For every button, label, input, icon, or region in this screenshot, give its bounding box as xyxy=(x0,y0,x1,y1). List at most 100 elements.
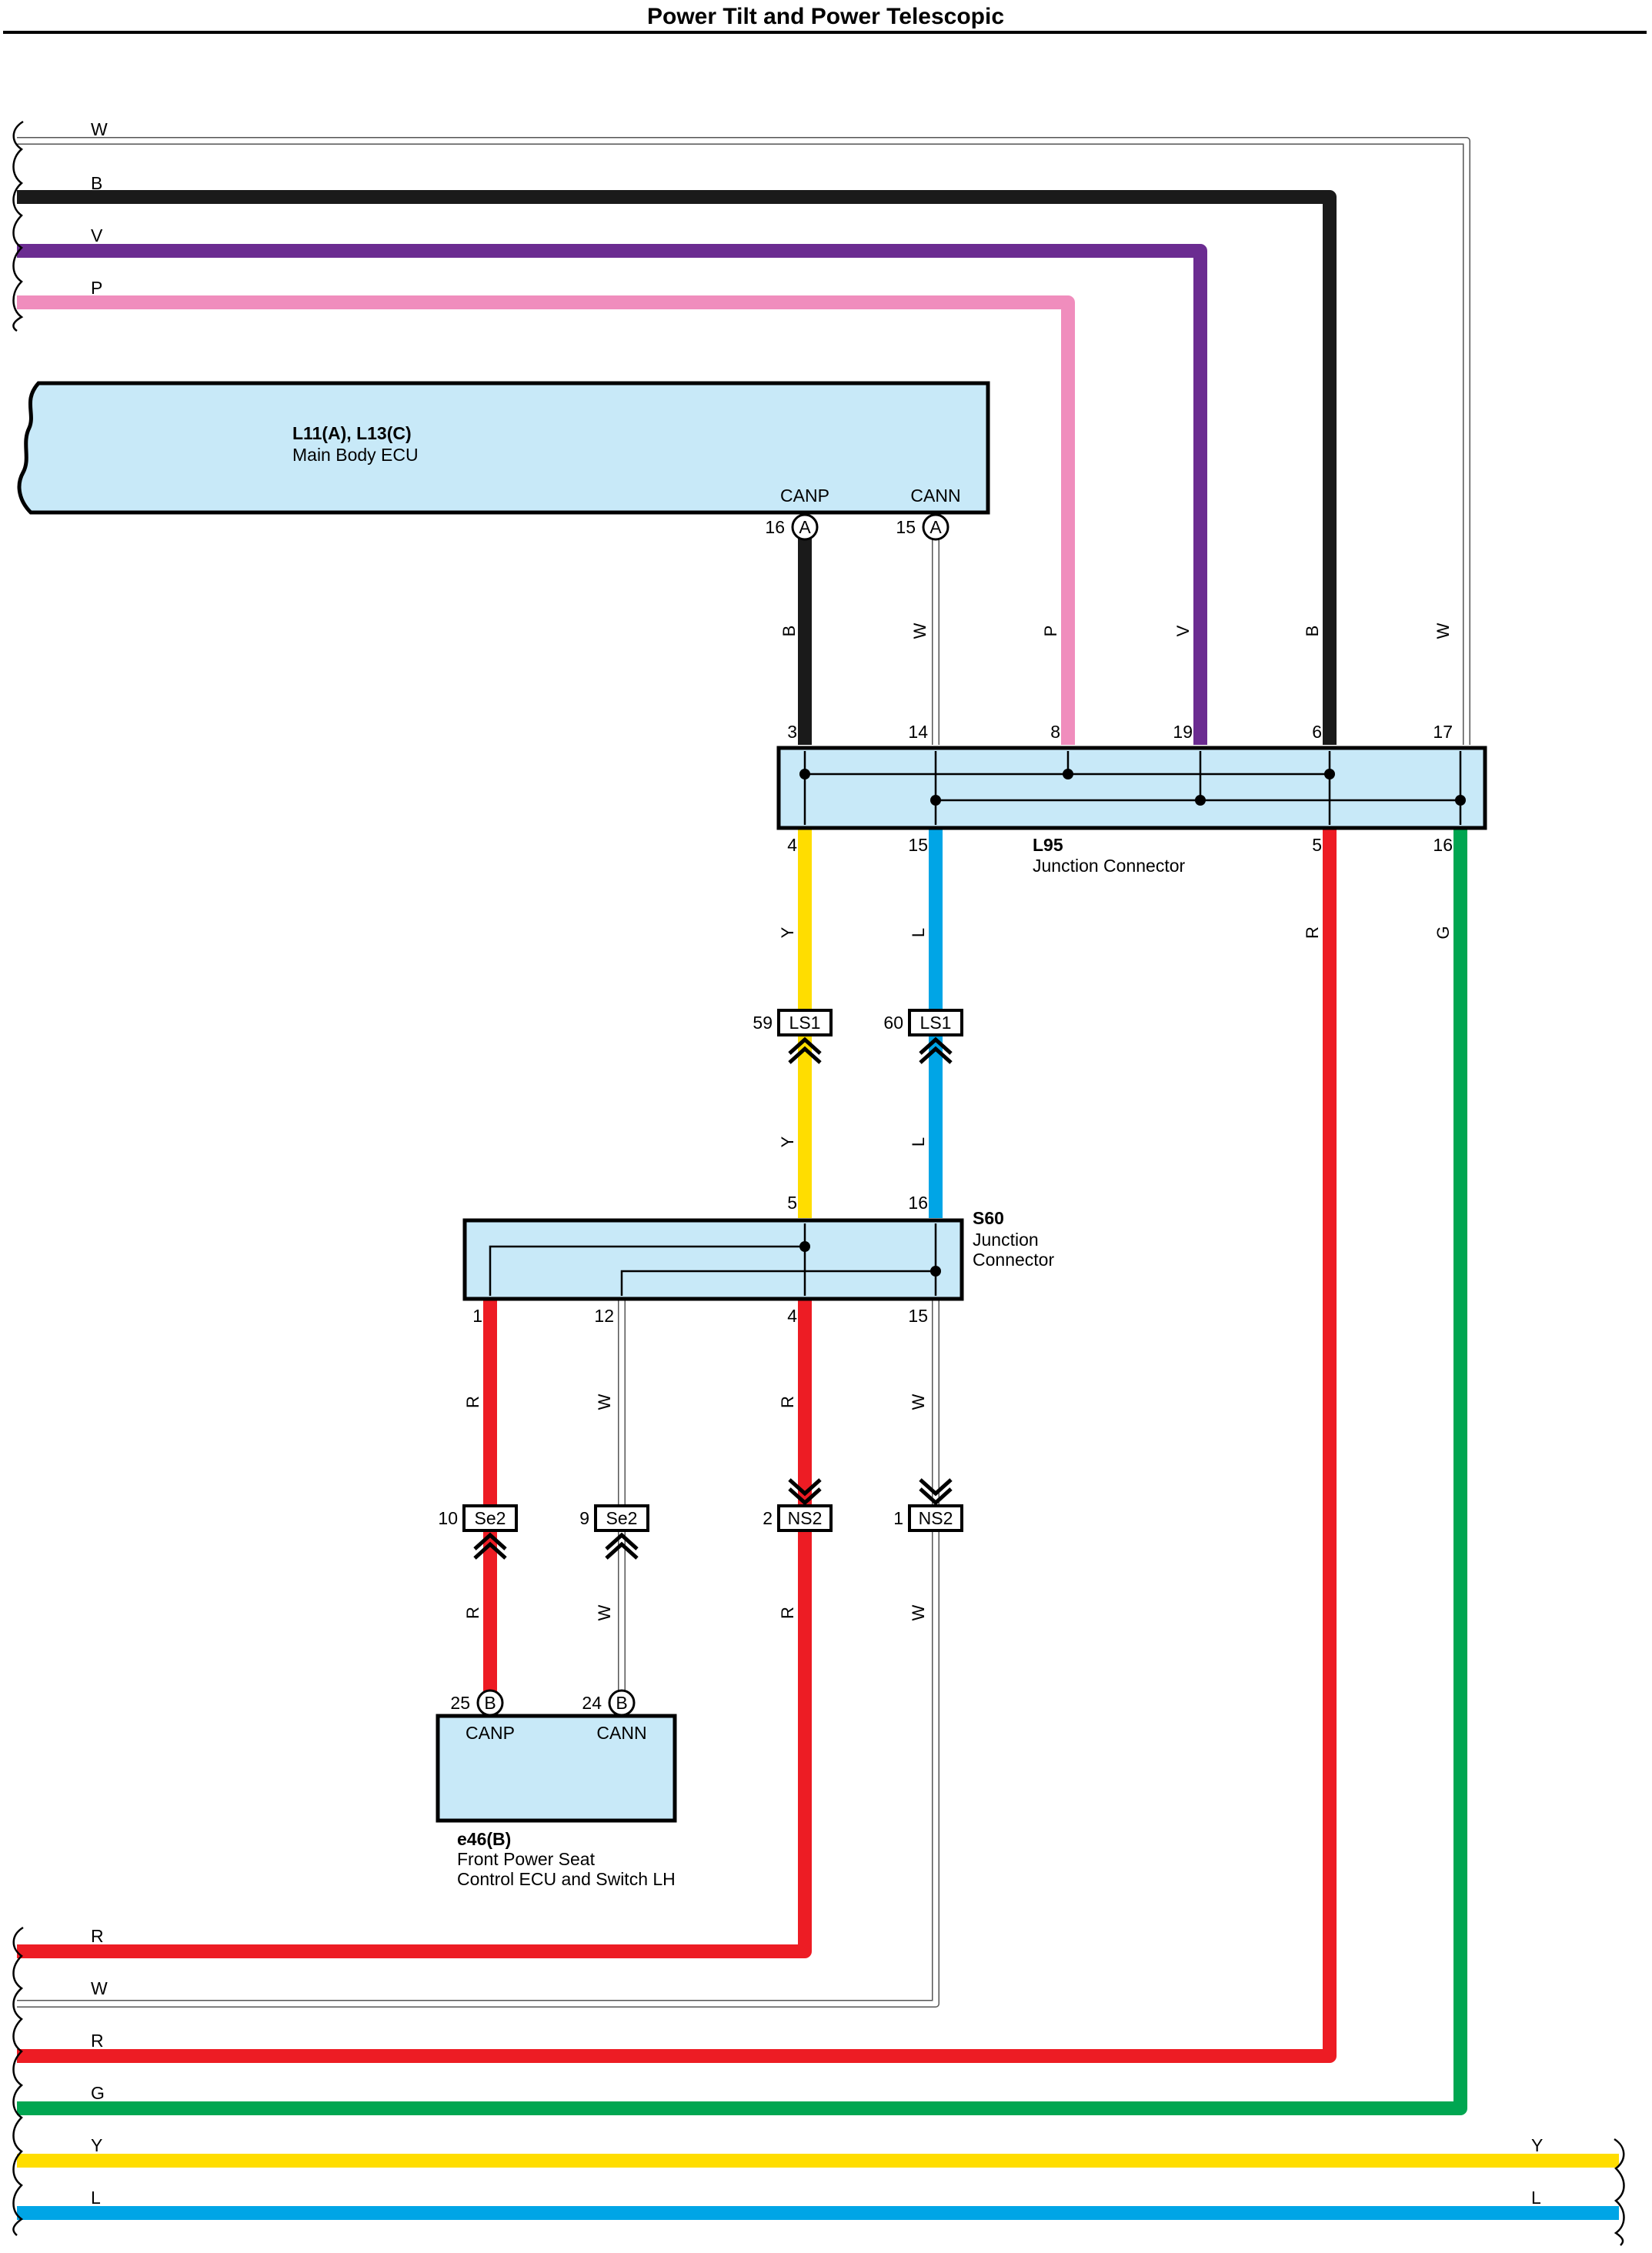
e46-name-line2: Control ECU and Switch LH xyxy=(457,1869,676,1889)
e46-canp-label: CANP xyxy=(466,1723,515,1743)
s60-pin-12: 12 xyxy=(594,1306,614,1326)
ns2-2-pin: 2 xyxy=(763,1508,773,1528)
se2-10-name: Se2 xyxy=(475,1508,506,1528)
s60-pin-1: 1 xyxy=(472,1306,482,1326)
wire-p-top xyxy=(17,295,1075,745)
vlabel-w-ns2: W xyxy=(909,1604,928,1620)
vlabel-w-s60-15: W xyxy=(909,1394,928,1410)
l95-id: L95 xyxy=(1033,835,1063,855)
inline-connector-ns2-2: NS2 2 xyxy=(763,1478,833,1532)
s60-pin-16: 16 xyxy=(908,1193,928,1213)
l95-pin-8: 8 xyxy=(1050,722,1060,742)
vlabel-b-canp: B xyxy=(779,626,799,637)
left-label-p: P xyxy=(91,278,102,298)
e46-pin-25-number: 25 xyxy=(450,1693,470,1713)
vlabel-l-1: L xyxy=(909,928,928,937)
se2-9-pin: 9 xyxy=(579,1508,589,1528)
wire-b-top xyxy=(17,190,1337,745)
wire-r-l95-5 xyxy=(17,827,1337,2063)
e46-pin-24-connector: B xyxy=(616,1693,627,1713)
e46-pin-25-connector: B xyxy=(484,1693,496,1713)
break-left-top xyxy=(12,120,24,332)
e46-pin-24: 24 B xyxy=(582,1689,636,1717)
s60-pin-15: 15 xyxy=(908,1306,928,1326)
left-label-w: W xyxy=(91,119,108,139)
left-bottom-wire-labels: R W R G Y L xyxy=(91,1926,108,2208)
inline-connector-ns2-1: NS2 1 xyxy=(893,1478,963,1532)
s60-junction-connector: 5 16 1 12 4 15 S60 Junction Connector xyxy=(462,1193,1054,1326)
l95-pin-19: 19 xyxy=(1173,722,1193,742)
wire-w-ns2-bottom xyxy=(17,1531,939,2008)
l95-junction-connector: 3 14 8 19 6 17 4 15 5 16 L95 Junction Co… xyxy=(776,722,1487,876)
break-right-bottom xyxy=(1614,2138,1625,2246)
ecu-pin-15: 15 A xyxy=(896,513,949,541)
left-label-r2: R xyxy=(91,2031,104,2051)
vlabel-r-ns2: R xyxy=(778,1607,797,1619)
vlabel-r-s60-4: R xyxy=(778,1396,797,1408)
right-label-y: Y xyxy=(1531,2135,1543,2155)
s60-name-line2: Connector xyxy=(973,1250,1054,1270)
vlabel-w-s60-12: W xyxy=(595,1394,614,1410)
vertical-labels-s60-lower: R W R W xyxy=(463,1394,928,1410)
wire-g-l95-16 xyxy=(17,827,1467,2115)
ecu-pin-16-connector: A xyxy=(799,517,811,537)
vlabel-p: P xyxy=(1041,626,1060,637)
l95-pin-17: 17 xyxy=(1433,722,1453,742)
ecu-cann-label: CANN xyxy=(910,486,960,506)
e46-id: e46(B) xyxy=(457,1829,511,1849)
left-top-wire-labels: W B V P xyxy=(91,119,108,298)
s60-id: S60 xyxy=(973,1208,1004,1228)
ecu-canp-label: CANP xyxy=(780,486,829,506)
main-body-ecu-name: Main Body ECU xyxy=(292,445,419,465)
left-label-r1: R xyxy=(91,1926,104,1946)
break-left-bottom xyxy=(12,1926,24,2236)
ns2-1-pin: 1 xyxy=(893,1508,903,1528)
wire-r-ns2-bottom xyxy=(17,1531,812,1958)
s60-pin-4: 4 xyxy=(787,1306,797,1326)
vlabel-v: V xyxy=(1173,625,1193,636)
vlabel-r-l95: R xyxy=(1303,926,1322,939)
ecu-pin-16: 16 A xyxy=(765,513,819,541)
s60-name-line1: Junction xyxy=(973,1230,1039,1250)
ecu-pin-16-number: 16 xyxy=(765,517,785,537)
l95-pin-14: 14 xyxy=(908,722,928,742)
wire-w-top xyxy=(17,137,1470,745)
vlabel-r-se2: R xyxy=(463,1607,482,1619)
break-marks xyxy=(12,120,1625,2246)
ls1-60-pin: 60 xyxy=(883,1013,903,1033)
left-label-v: V xyxy=(91,225,103,245)
main-body-ecu: L11(A), L13(C) Main Body ECU CANP CANN xyxy=(17,381,990,515)
inline-connector-ls1-59: LS1 59 xyxy=(753,1009,833,1064)
wire-v-top xyxy=(17,244,1207,745)
l95-pin-3: 3 xyxy=(787,722,797,742)
ls1-59-name: LS1 xyxy=(789,1013,821,1033)
l95-name: Junction Connector xyxy=(1033,856,1186,876)
vlabel-w: W xyxy=(1433,622,1453,639)
ns2-1-name: NS2 xyxy=(919,1508,953,1528)
main-body-ecu-id: L11(A), L13(C) xyxy=(292,423,412,443)
vlabel-y-2: Y xyxy=(778,1136,797,1147)
inline-connector-se2-9: Se2 9 xyxy=(579,1504,649,1560)
left-label-b: B xyxy=(91,173,102,193)
ls1-59-pin: 59 xyxy=(753,1013,773,1033)
ecu-pin-15-number: 15 xyxy=(896,517,916,537)
l95-pin-15: 15 xyxy=(908,835,928,855)
vlabel-b: B xyxy=(1303,626,1322,637)
l95-pin-16: 16 xyxy=(1433,835,1453,855)
left-label-g: G xyxy=(91,2083,105,2103)
vlabel-w-cann: W xyxy=(910,622,929,639)
vlabel-w-se2: W xyxy=(595,1604,614,1620)
left-label-y: Y xyxy=(91,2135,102,2155)
vertical-labels-ecu-l95: B W P V B W xyxy=(779,622,1453,639)
diagram-title: Power Tilt and Power Telescopic xyxy=(647,4,1004,29)
right-bottom-wire-labels: Y L xyxy=(1531,2135,1543,2208)
vertical-labels-lower: R W R W xyxy=(463,1604,928,1620)
inline-connector-se2-10: Se2 10 xyxy=(438,1504,518,1560)
se2-9-name: Se2 xyxy=(606,1508,638,1528)
ls1-60-name: LS1 xyxy=(920,1013,952,1033)
l95-pin-5: 5 xyxy=(1312,835,1322,855)
vlabel-g-l95: G xyxy=(1433,926,1453,939)
ns2-2-name: NS2 xyxy=(788,1508,823,1528)
e46-pin-24-number: 24 xyxy=(582,1693,602,1713)
